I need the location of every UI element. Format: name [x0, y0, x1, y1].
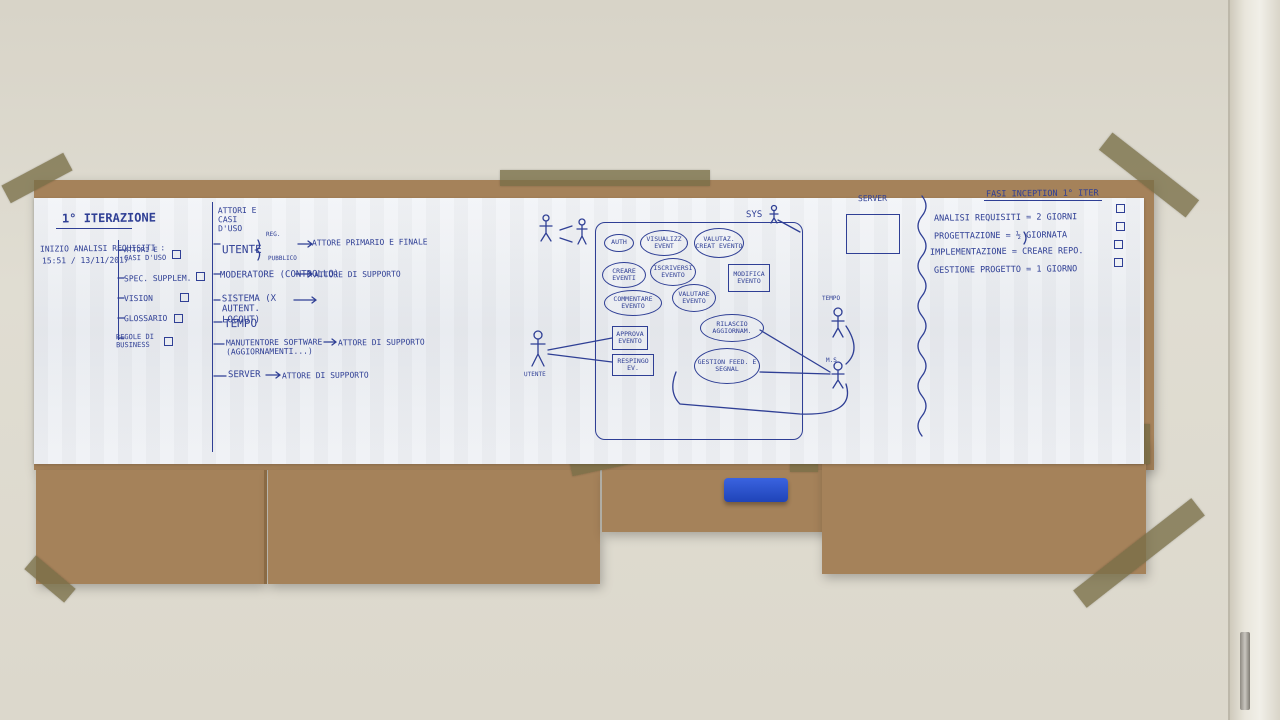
whiteboard-eraser	[724, 478, 788, 502]
usecase-approva: APPROVA EVENTO	[612, 326, 648, 350]
divider-1	[212, 202, 213, 452]
usecase-respingo: RESPINGO EV.	[612, 354, 654, 376]
task-analisi: ANALISI REQUISITI = 2 GIORNI	[933, 212, 1078, 224]
title-underline	[56, 228, 132, 229]
task-checkbox-3	[1114, 240, 1123, 249]
col1-checkbox-3	[180, 293, 189, 302]
usecase-visualizza: VISUALIZZ EVENT	[640, 230, 688, 256]
cardboard-panel-1	[36, 470, 264, 584]
col1-item-glossario: GLOSSARIO	[123, 313, 168, 324]
phases-underline	[984, 200, 1102, 201]
ms-label: M.S	[825, 356, 837, 365]
start-time: 15:51 / 13/11/2017	[41, 255, 129, 266]
usecase-iscrivere: ISCRIVERSI EVENTO	[650, 258, 696, 286]
actor-tempo: TEMPO	[223, 316, 258, 331]
task-checkbox-4	[1114, 258, 1123, 267]
role-moderatore: ATTORE DI SUPPORTO	[313, 269, 401, 280]
col1-checkbox-5	[164, 337, 173, 346]
usecase-auth: AUTH	[604, 234, 634, 252]
utente-label: UTENTE	[523, 370, 546, 379]
cardboard-panel-2	[268, 470, 600, 584]
actor-manutentore: MANUTENTORE SOFTWARE (AGGIORNAMENTI...)	[225, 337, 323, 357]
tape-top-middle	[500, 170, 710, 186]
col1-checkbox-2	[196, 272, 205, 281]
usecase-rilascio: RILASCIO AGGIORNAM.	[700, 314, 764, 342]
col1-item-actors: ATTORI E CASI D'USO	[123, 245, 167, 263]
role-utente: ATTORE PRIMARIO E FINALE	[311, 237, 428, 248]
usecase-commentare: COMMENTARE EVENTO	[604, 290, 662, 316]
col1-checkbox-4	[174, 314, 183, 323]
door-hinge	[1240, 632, 1250, 710]
task-gestione: GESTIONE PROGETTO = 1 GIORNO	[933, 264, 1078, 276]
phases-title: FASI INCEPTION 1° ITER	[985, 188, 1099, 200]
col1-item-vision: VISION	[123, 293, 153, 304]
col1-bracket	[118, 240, 119, 340]
task-checkbox-2	[1116, 222, 1125, 231]
usecase-valutare: VALUTARE EVENTO	[672, 284, 716, 312]
actor-utente-branch-2: PUBBLICO	[267, 254, 297, 263]
actor-utente: UTENTE	[221, 242, 262, 257]
server-box	[846, 214, 900, 254]
iteration-title: 1° ITERAZIONE	[61, 210, 156, 226]
task-checkbox-1	[1116, 204, 1125, 213]
task-implementazione: IMPLEMENTAZIONE = CREARE REPO.	[929, 246, 1084, 258]
usecase-gestione: GESTION FEED. E SEGNAL	[694, 348, 760, 384]
cardboard-fold	[264, 470, 267, 584]
role-manutentore: ATTORE DI SUPPORTO	[337, 337, 425, 348]
actor-utente-branch-1: REG.	[265, 230, 281, 239]
col1-item-regole: REGOLE DI BUSINESS	[115, 332, 154, 350]
usecase-valutaz: VALUTAZ. CREAT EVENTO	[694, 228, 744, 258]
system-label: SYS	[745, 209, 763, 221]
tempo-label: TEMPO	[821, 294, 841, 303]
role-server: ATTORE DI SUPPORTO	[281, 370, 369, 381]
actor-server: SERVER	[227, 369, 261, 381]
usecase-creare: CREARE EVENTI	[602, 262, 646, 288]
task-progettazione: PROGETTAZIONE = ½ GIORNATA	[933, 230, 1068, 242]
col2-title: ATTORI E CASI D'USO	[217, 205, 257, 234]
usecase-modifica: MODIFICA EVENTO	[728, 264, 770, 292]
cardboard-panel-3	[602, 470, 838, 532]
col1-item-spec: SPEC. SUPPLEM.	[123, 273, 192, 284]
server-label: SERVER	[857, 193, 887, 204]
door-frame	[1228, 0, 1280, 720]
col1-checkbox-1	[172, 250, 181, 259]
